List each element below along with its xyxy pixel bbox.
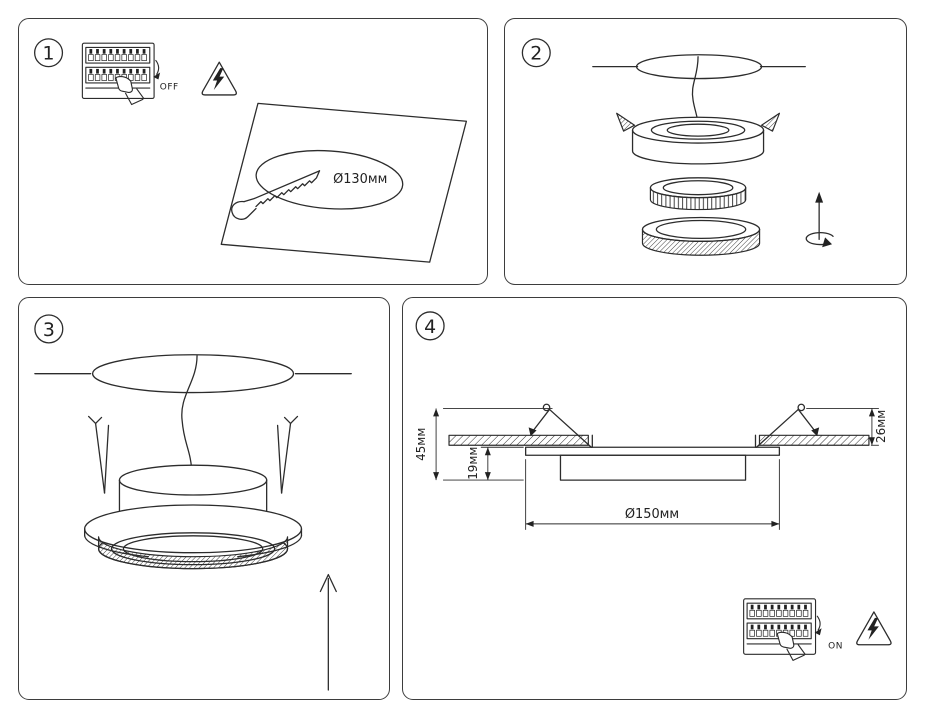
cross-section-drawing: [448, 403, 870, 481]
step-number-badge: 2: [521, 38, 551, 68]
step-3-illustration: 3: [34, 314, 352, 691]
step-4-illustration: 4: [414, 311, 892, 699]
step-2-panel: 2: [504, 18, 907, 285]
circuit-breaker-icon: OFF: [82, 43, 178, 104]
step-1-illustration: 1 OFF Ø130мм: [34, 38, 468, 263]
trim-ring-drawing: [641, 216, 761, 256]
step-number: 2: [530, 44, 542, 65]
power-wire: [691, 56, 699, 128]
step-number: 3: [43, 319, 55, 341]
fixture-body-drawing: [616, 112, 781, 165]
dimension-flange-diameter: Ø150мм: [525, 459, 780, 530]
dimension-above-ceiling: 26мм: [806, 408, 888, 446]
ceiling-cutout-drawing: [592, 54, 806, 80]
ceiling-section-right: [758, 434, 870, 446]
step-number-badge: 1: [34, 38, 64, 68]
dim-45mm-label: 45мм: [414, 428, 428, 461]
hole-saw-icon: [231, 170, 321, 220]
reflector-ring-drawing: [649, 177, 747, 211]
step-3-panel: 3: [18, 297, 390, 700]
dim-26mm-label: 26мм: [874, 410, 888, 443]
step-number-badge: 4: [415, 311, 445, 341]
step-1-panel: 1 OFF Ø130мм: [18, 18, 488, 285]
dimension-recess-depth: 19мм: [466, 447, 524, 481]
electric-shock-warning-icon: [856, 611, 892, 646]
electric-shock-warning-icon: [201, 61, 238, 96]
switch-on-label: ON: [828, 641, 843, 651]
circuit-breaker-icon: ON: [744, 599, 843, 661]
switch-off-label: OFF: [160, 82, 179, 92]
spring-clip-left: [531, 403, 592, 448]
fixture-flange-section: [524, 446, 781, 456]
ceiling-section-left: [448, 434, 589, 446]
dimension-total-height: 45мм: [414, 408, 553, 481]
dim-150mm-label: Ø150мм: [625, 507, 679, 522]
fixture-body-section: [559, 454, 747, 481]
step-2-illustration: 2: [521, 38, 834, 256]
cutout-diameter-label: Ø130мм: [333, 172, 387, 187]
dim-19mm-label: 19мм: [466, 447, 480, 480]
spring-clip-right: [755, 403, 816, 448]
step-number: 4: [424, 316, 436, 338]
step-number-badge: 3: [34, 314, 64, 344]
fixture-body-drawing: [83, 464, 303, 570]
ceiling-tile-drawing: Ø130мм: [220, 102, 468, 263]
ceiling-cutout-drawing: [34, 354, 352, 394]
step-4-panel: 4: [402, 297, 907, 700]
power-wire: [181, 355, 198, 476]
spring-clips: [87, 415, 299, 494]
step-number: 1: [43, 44, 55, 65]
push-up-arrow-icon: [319, 573, 337, 691]
rotate-arrow-icon: [805, 191, 834, 248]
